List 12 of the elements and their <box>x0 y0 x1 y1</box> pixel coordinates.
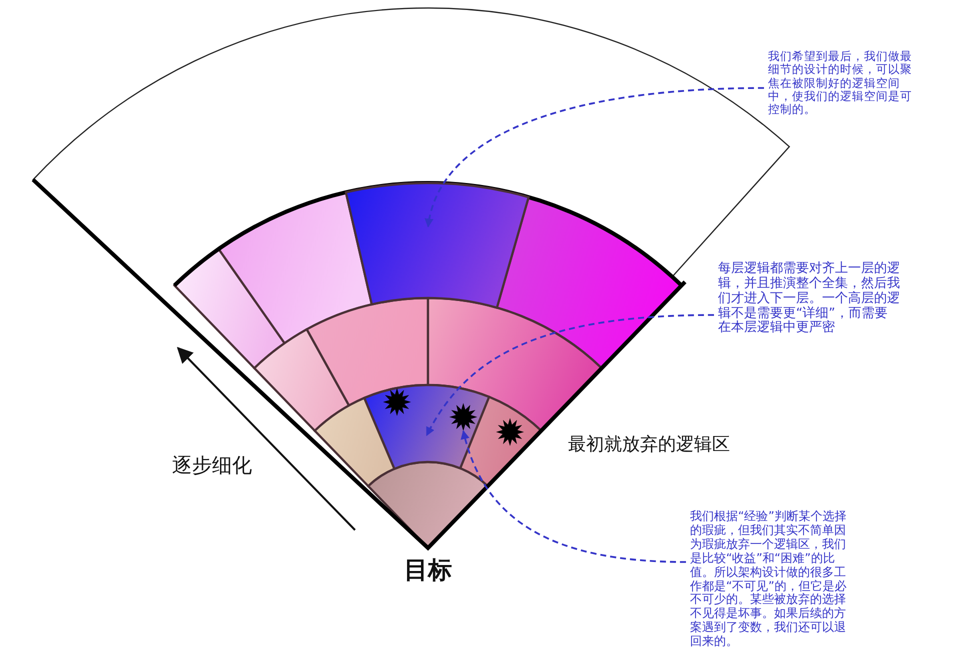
callout-text: 每层逻辑都需要对齐上一层的逻辑，并且推演整个全集，然后我们才进入下一层。一个高层的逻辑不是需要更“详细”，而需要在本层逻辑中更严密 <box>718 262 900 336</box>
sector-cell <box>344 182 530 309</box>
text-label: 最初就放弃的逻辑区 <box>568 433 730 456</box>
leader-arrow <box>426 87 764 228</box>
text-label: 逐步细化 <box>172 452 252 479</box>
callout-text: 我们根据“经验”判断某个选择的瑕疵，但我们其实不简单因为瑕疵放弃一个逻辑区，我们是比较“收益”和“困难”的比值。所以架构设计做的很多工作都是“不可见”的，但它是必不可少的。某些被放弃的选择不见得是坏事。如果后续的方案遇到了变数，我们还可以退回来的。 <box>690 510 854 650</box>
starburst-mark <box>449 403 478 431</box>
text-label: 目标 <box>404 555 452 586</box>
sector-cell <box>363 384 490 470</box>
callout-text: 我们希望到最后，我们做最细节的设计的时候，可以聚焦在被限制好的逻辑空间中，使我们的逻辑空间是可控制的。 <box>768 50 914 117</box>
leader-arrow <box>426 314 714 436</box>
leader-arrow <box>461 430 686 563</box>
